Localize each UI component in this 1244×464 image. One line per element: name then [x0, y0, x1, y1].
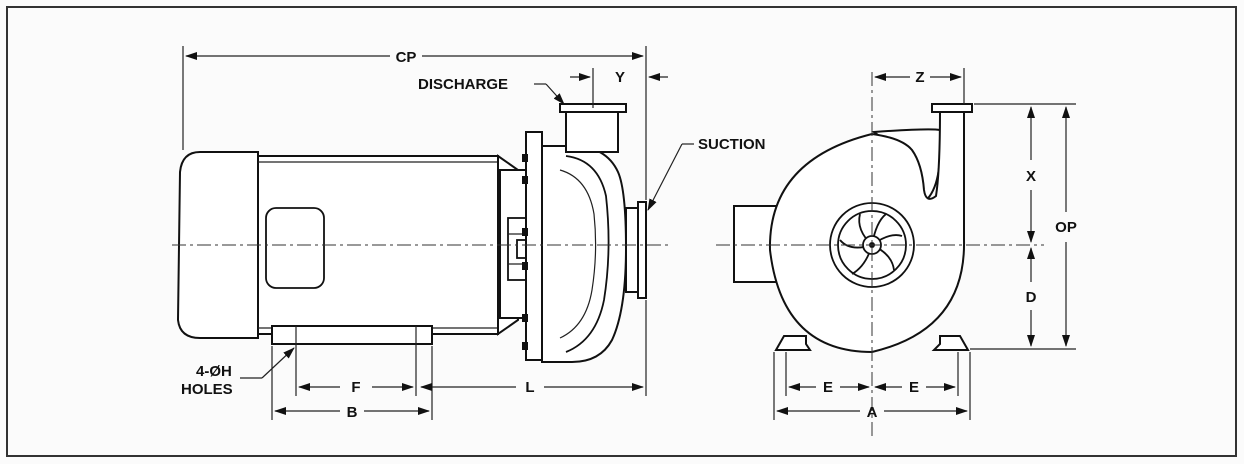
label-a: A	[867, 404, 878, 421]
label-holes-line1: 4-ØH	[196, 363, 232, 380]
label-d: D	[1026, 289, 1037, 306]
right-foot	[931, 335, 970, 351]
label-suction: SUCTION	[698, 136, 766, 153]
adapter-bracket	[499, 169, 527, 319]
label-y: Y	[615, 69, 625, 86]
frame-border	[6, 6, 1237, 457]
suction-ferrule	[637, 201, 647, 299]
label-op: OP	[1055, 219, 1077, 236]
side-view: CP Y DISCHARGE SUCTION 4-ØH HOLES F L	[172, 46, 766, 421]
label-x: X	[1026, 168, 1036, 185]
label-cp: CP	[396, 49, 417, 66]
discharge-pipe	[565, 111, 619, 153]
label-b: B	[347, 404, 358, 421]
casing-flange	[525, 131, 543, 361]
front-view: Z X D OP E E A	[716, 68, 1077, 436]
label-l: L	[525, 379, 534, 396]
left-foot	[774, 335, 812, 351]
label-holes-line2: HOLES	[181, 381, 233, 398]
motor-foot	[271, 325, 433, 345]
front-discharge-ferrule	[931, 103, 973, 113]
label-f: F	[351, 379, 360, 396]
pump-casing	[541, 145, 628, 363]
label-z: Z	[915, 69, 924, 86]
label-discharge: DISCHARGE	[418, 76, 508, 93]
conduit-box	[265, 207, 325, 289]
label-e-left: E	[823, 379, 833, 396]
label-e-right: E	[909, 379, 919, 396]
volute-casing	[768, 109, 966, 354]
